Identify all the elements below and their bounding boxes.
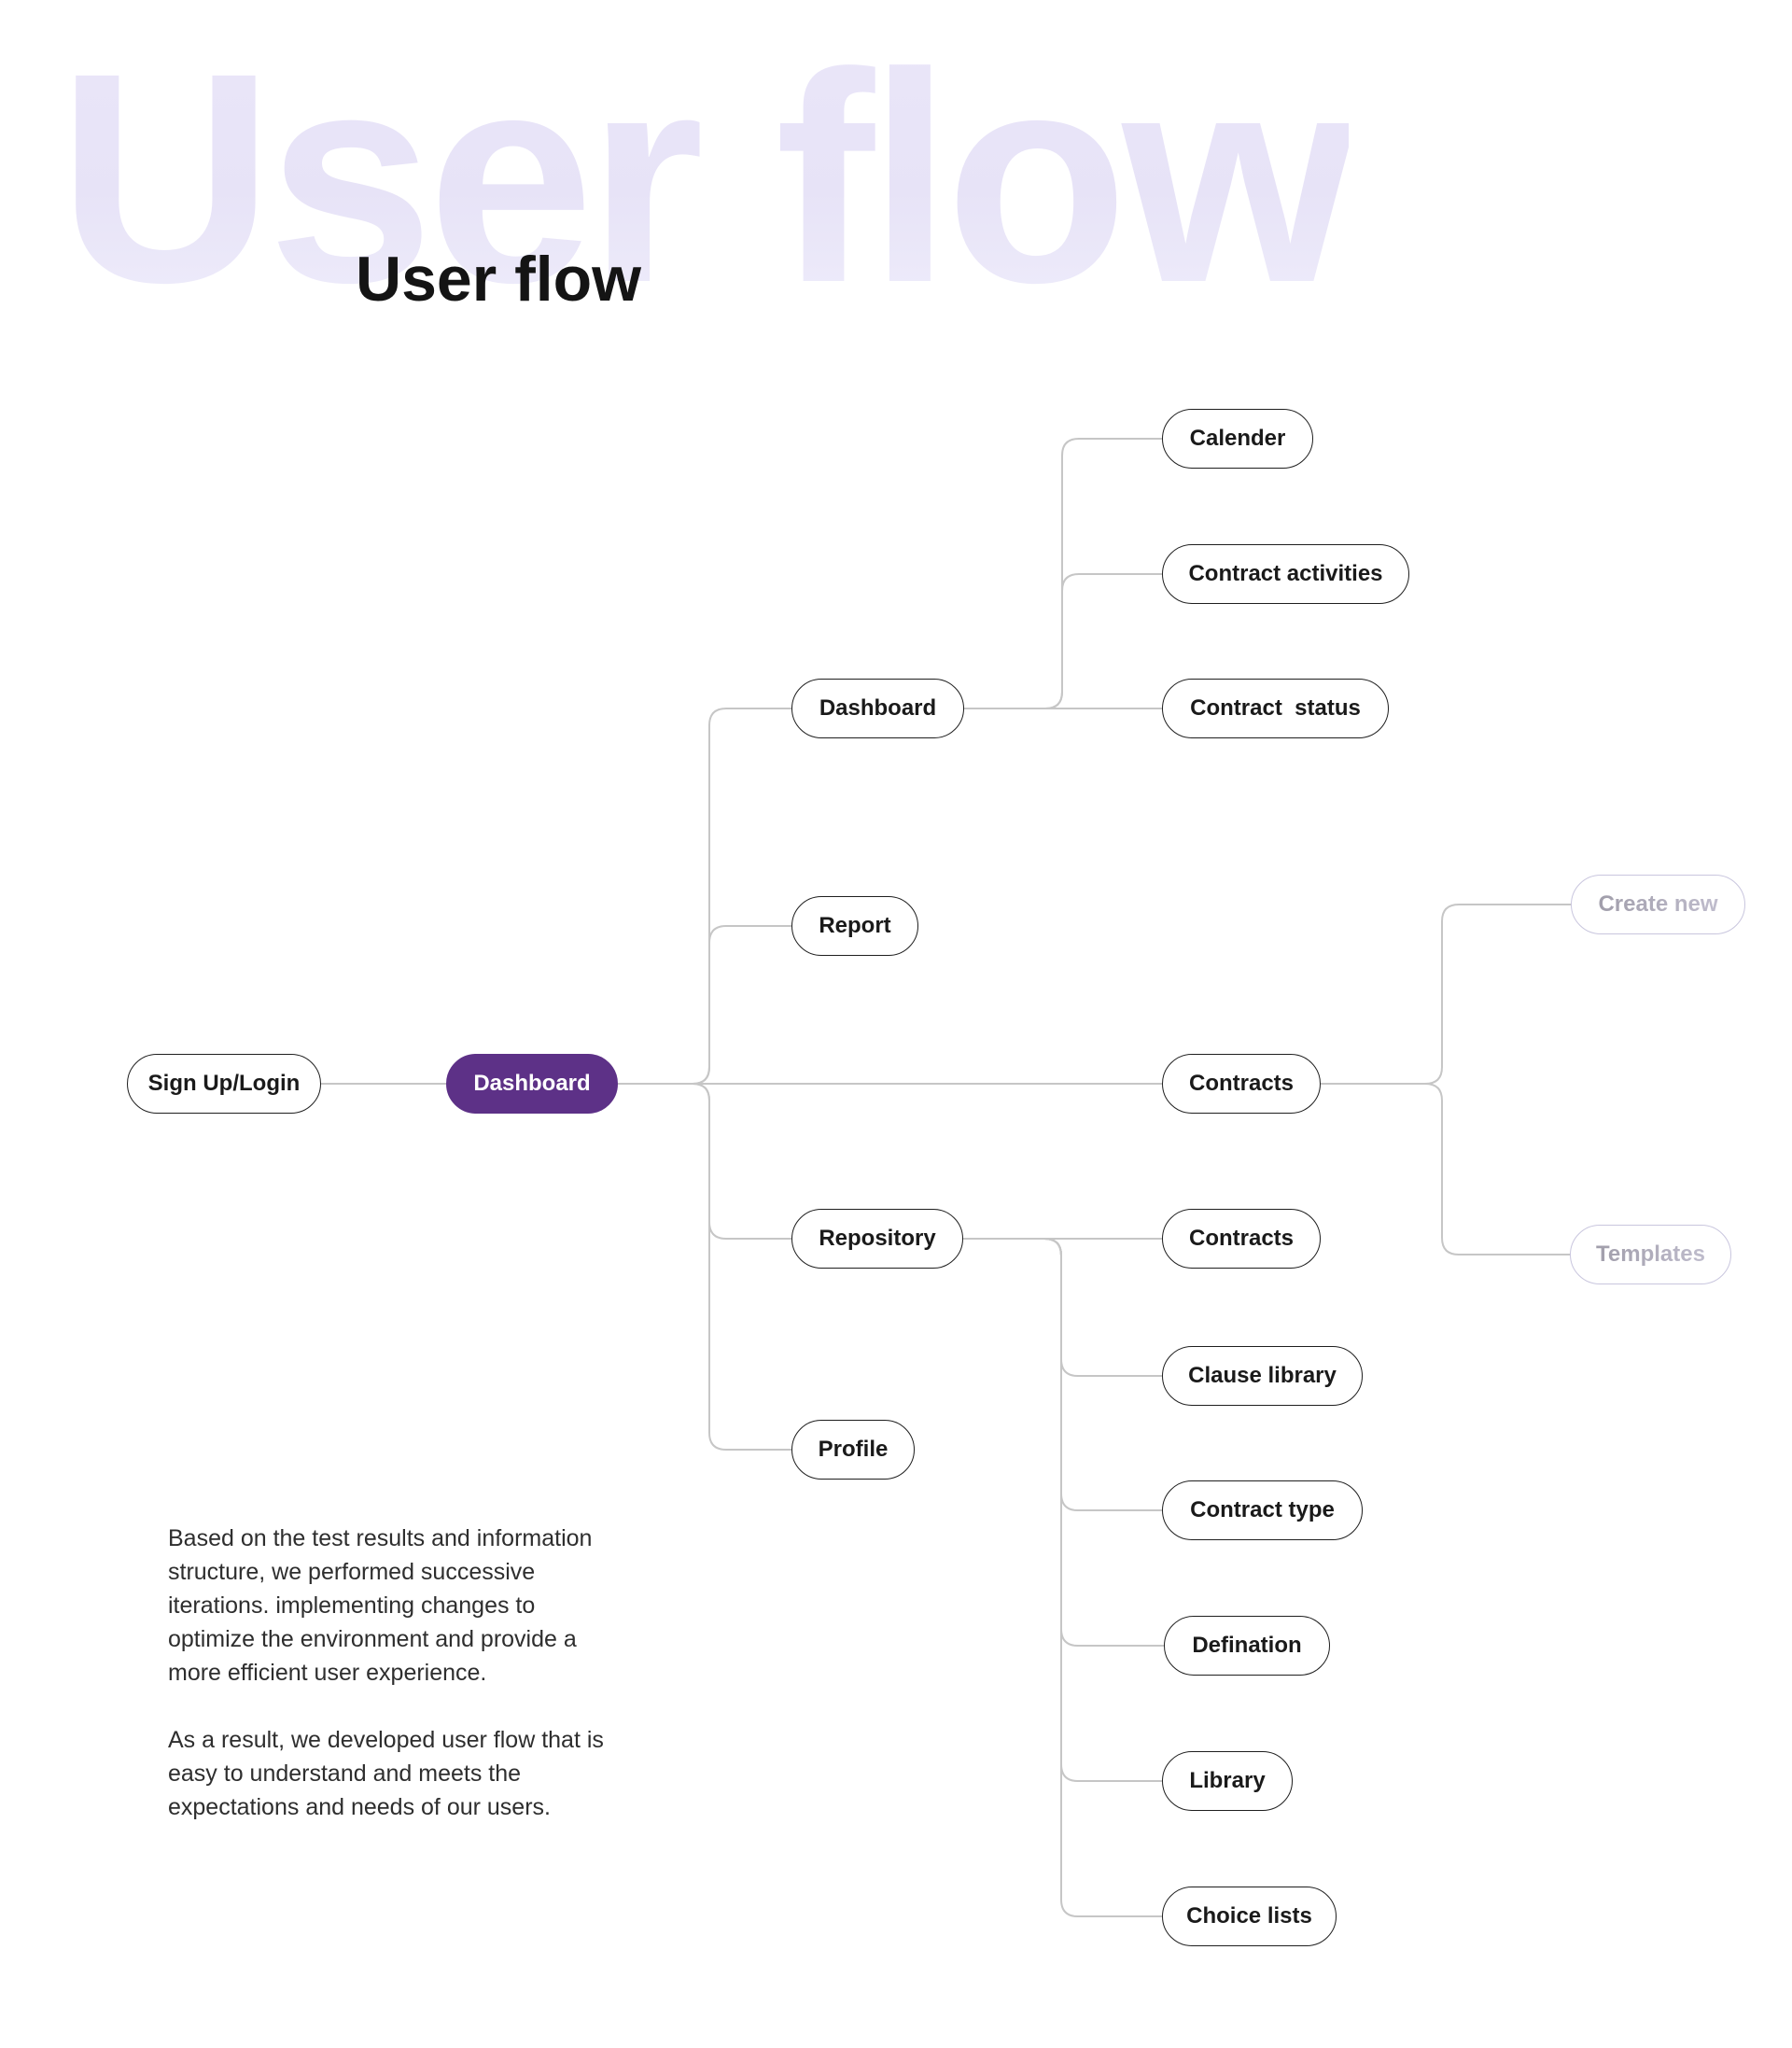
flow-node-contracts-repo: Contracts (1162, 1209, 1321, 1269)
flow-node-dashboard: Dashboard (791, 679, 964, 738)
connector-hub-report (618, 925, 791, 1085)
connector-contracts-templates (1321, 1083, 1570, 1255)
connector-hub-profile (618, 1083, 791, 1451)
connector-repo-contracttype (963, 1238, 1162, 1511)
description-block: Based on the test results and informatio… (168, 1522, 747, 1824)
flow-node-defination: Defination (1164, 1616, 1330, 1676)
flow-node-report: Report (791, 896, 918, 956)
flow-node-contract-activities: Contract activities (1162, 544, 1409, 604)
flow-node-contract-status: Contract status (1162, 679, 1389, 738)
flow-node-choice-lists: Choice lists (1162, 1887, 1337, 1946)
flow-node-dashboard-hub: Dashboard (446, 1054, 618, 1114)
flow-node-library: Library (1162, 1751, 1293, 1811)
flow-node-profile: Profile (791, 1420, 915, 1480)
flow-node-create-new: Create new (1571, 875, 1745, 934)
flow-node-calender: Calender (1162, 409, 1313, 469)
description-paragraph-1: Based on the test results and informatio… (168, 1525, 593, 1686)
flow-node-clause-library: Clause library (1162, 1346, 1363, 1406)
flow-node-templates: Templates (1570, 1225, 1731, 1284)
flow-node-sign-up-login: Sign Up/Login (127, 1054, 321, 1114)
flow-node-contracts: Contracts (1162, 1054, 1321, 1114)
watermark-text: User flow (58, 10, 1354, 344)
description-paragraph-2: As a result, we developed user flow that… (168, 1727, 604, 1820)
connector-hub-dashboard (618, 708, 791, 1085)
page-title: User flow (356, 244, 642, 315)
connector-repo-choicelists (963, 1238, 1162, 1917)
flow-node-repository: Repository (791, 1209, 963, 1269)
connector-dashboard-activities (964, 573, 1162, 709)
connector-contracts-createnew (1321, 904, 1571, 1085)
connector-hub-repository (618, 1083, 791, 1240)
connector-repo-clauselibrary (963, 1238, 1162, 1377)
connector-repo-defination (963, 1238, 1164, 1647)
flow-node-contract-type: Contract type (1162, 1480, 1363, 1540)
